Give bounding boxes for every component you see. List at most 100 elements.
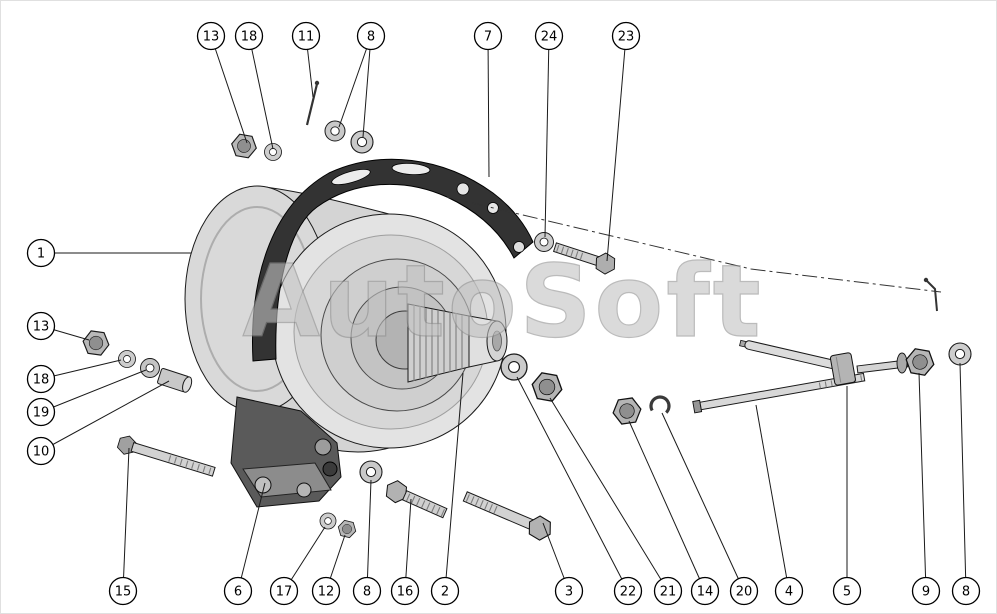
leader-line [122, 447, 130, 592]
bolt-3 [462, 491, 557, 544]
callout-23: 23 [611, 21, 641, 51]
washer-17 [320, 513, 336, 529]
svg-text:8: 8 [367, 30, 375, 45]
svg-text:18: 18 [33, 373, 50, 388]
leader-line [628, 420, 706, 592]
leader-line [606, 35, 627, 262]
callout-8-top: 8 [356, 21, 386, 51]
callout-1: 1 [26, 238, 56, 268]
svg-text:14: 14 [697, 585, 714, 600]
washer-8-right [949, 343, 971, 365]
washer-18-top [265, 144, 282, 161]
leader-lines [40, 35, 967, 592]
slider-block-5 [829, 352, 856, 386]
callout-2: 2 [430, 576, 460, 606]
leader-line [362, 35, 372, 138]
leader-line [40, 369, 147, 413]
nut-14 [611, 397, 642, 425]
leader-line [40, 380, 170, 452]
leader-line [248, 35, 274, 150]
callout-14: 14 [690, 576, 720, 606]
callout-3: 3 [554, 576, 584, 606]
svg-text:19: 19 [33, 406, 50, 421]
callout-13-left: 13 [26, 311, 56, 341]
callout-22: 22 [613, 576, 643, 606]
callout-17: 17 [269, 576, 299, 606]
leader-line [549, 397, 669, 592]
svg-text:16: 16 [397, 585, 414, 600]
leader-line [444, 372, 464, 592]
svg-text:13: 13 [203, 30, 220, 45]
callout-12: 12 [311, 576, 341, 606]
washer-8-top-b [351, 131, 373, 153]
leader-line [661, 412, 745, 592]
watermark: AutoSoft [242, 243, 763, 360]
svg-text:23: 23 [618, 30, 635, 45]
washer-8-bottom [360, 461, 382, 483]
bolt-16 [380, 476, 448, 519]
svg-text:13: 13 [33, 320, 50, 335]
svg-text:2: 2 [441, 585, 449, 600]
nut-21 [530, 372, 564, 403]
callout-13-top: 13 [196, 21, 226, 51]
svg-text:17: 17 [276, 585, 293, 600]
svg-text:4: 4 [785, 585, 793, 600]
bolt-15 [116, 434, 216, 477]
svg-text:21: 21 [660, 585, 677, 600]
shaft-threaded-nose [407, 303, 508, 383]
nut-9 [896, 348, 936, 377]
svg-text:18: 18 [241, 30, 258, 45]
callout-6: 6 [223, 576, 253, 606]
svg-text:7: 7 [484, 30, 492, 45]
leader-line [755, 404, 790, 592]
washer-18-left [119, 351, 136, 368]
callout-20: 20 [729, 576, 759, 606]
svg-text:11: 11 [298, 30, 315, 45]
callout-18-top: 18 [234, 21, 264, 51]
svg-text:8: 8 [962, 585, 970, 600]
svg-text:15: 15 [115, 585, 132, 600]
leader-line [918, 372, 927, 592]
pin-11 [305, 80, 320, 126]
circlip-20 [649, 395, 671, 417]
callout-16: 16 [390, 576, 420, 606]
leader-line [237, 482, 266, 592]
leader-line [959, 362, 967, 592]
svg-text:10: 10 [33, 445, 50, 460]
washer-19 [141, 359, 160, 378]
svg-text:5: 5 [843, 585, 851, 600]
callout-21: 21 [653, 576, 683, 606]
callout-11: 11 [291, 21, 321, 51]
tension-bracket [252, 158, 534, 362]
callout-9: 9 [911, 576, 941, 606]
leader-line [544, 35, 550, 238]
callout-18-left: 18 [26, 364, 56, 394]
callout-15: 15 [108, 576, 138, 606]
washer-8-top-a [325, 121, 345, 141]
leader-line [516, 376, 629, 592]
svg-text:22: 22 [620, 585, 637, 600]
svg-text:3: 3 [565, 585, 573, 600]
leader-line [366, 479, 372, 592]
svg-text:20: 20 [736, 585, 753, 600]
callout-24: 24 [534, 21, 564, 51]
leader-line [210, 35, 248, 144]
centerline [446, 196, 942, 293]
nut-13-left [82, 330, 111, 356]
bolt-4-long-rod [692, 372, 866, 414]
nut-13-top [230, 133, 258, 159]
leader-line [338, 35, 372, 128]
nut-12 [336, 519, 357, 539]
svg-text:1: 1 [37, 247, 45, 262]
svg-text:8: 8 [363, 585, 371, 600]
callout-5: 5 [832, 576, 862, 606]
leader-line [404, 498, 412, 592]
bushing-10 [157, 368, 193, 393]
mounting-bracket [230, 396, 342, 508]
bolt-23 [552, 242, 620, 278]
callout-10: 10 [26, 436, 56, 466]
svg-text:12: 12 [318, 585, 335, 600]
callout-4: 4 [774, 576, 804, 606]
